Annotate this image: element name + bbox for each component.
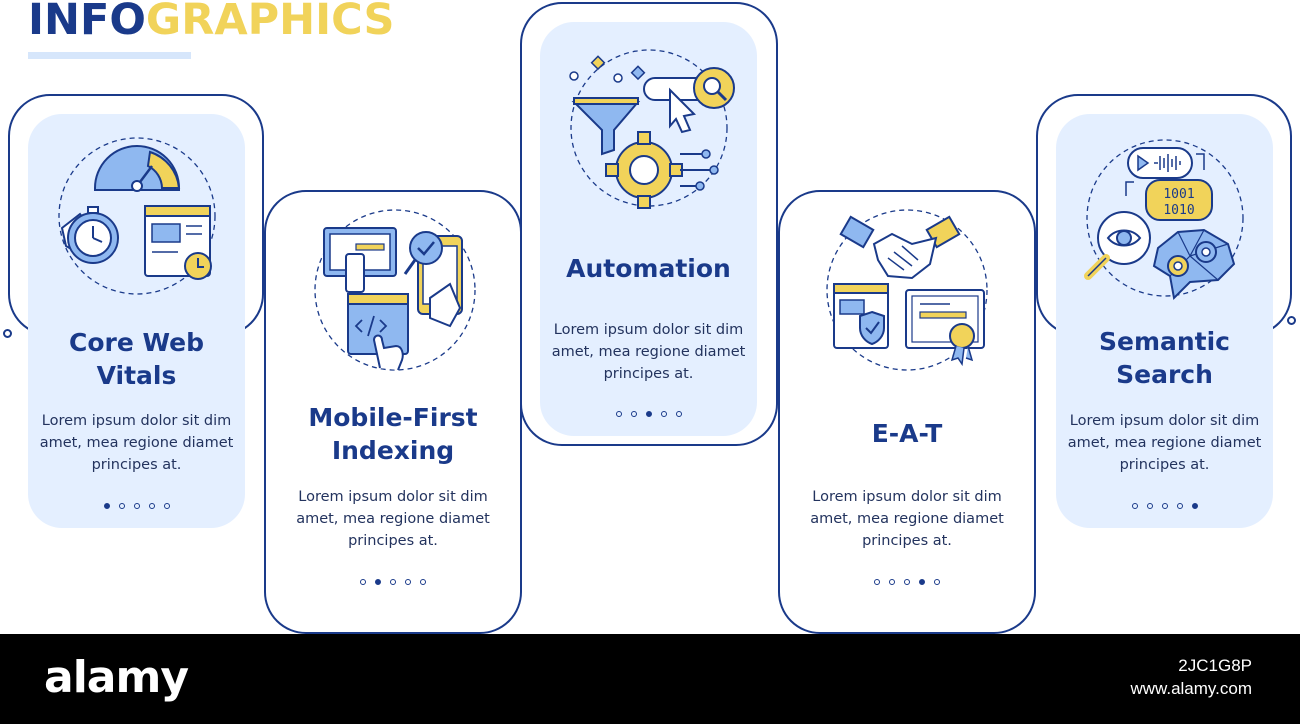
step-5-pagination xyxy=(1056,503,1273,509)
step-5-connector xyxy=(1287,316,1296,325)
pagination-dot xyxy=(904,579,910,585)
pagination-dot xyxy=(390,579,396,585)
pagination-dot xyxy=(615,411,622,417)
pagination-dot xyxy=(375,579,381,585)
pagination-dot xyxy=(660,411,667,417)
pagination-dot xyxy=(163,503,170,509)
pagination-dot xyxy=(630,411,637,417)
step-3-outline xyxy=(520,2,778,446)
pagination-dot xyxy=(405,579,411,585)
step-4-title: E-A-T xyxy=(871,419,943,448)
pagination-dot xyxy=(118,503,125,509)
step-3-pagination xyxy=(540,411,757,417)
pagination-dot xyxy=(919,579,925,585)
pagination-dot xyxy=(675,411,682,417)
title-underline xyxy=(28,52,191,59)
funnel-gear-cursor-icon xyxy=(569,49,735,209)
pagination-dot xyxy=(874,579,880,585)
alamy-logo: alamy xyxy=(44,652,189,703)
watermark-footer: alamy 2JC1G8P www.alamy.com xyxy=(0,634,1300,724)
pagination-dot xyxy=(103,503,110,509)
image-id: 2JC1G8P xyxy=(1178,656,1252,675)
svg-text:1001: 1001 xyxy=(1163,187,1194,202)
pagination-dot xyxy=(420,579,426,585)
eye-brain-binary-icon: 1001 1010 xyxy=(1084,139,1244,301)
pagination-dot xyxy=(360,579,366,585)
pagination-dot xyxy=(1146,503,1153,509)
pagination-dot xyxy=(1176,503,1183,509)
step-2-pagination xyxy=(264,579,522,585)
pagination-dot xyxy=(934,579,940,585)
pagination-dot xyxy=(645,411,652,417)
pagination-dot xyxy=(133,503,140,509)
pagination-dot xyxy=(889,579,895,585)
step-4-outline xyxy=(778,190,1036,634)
handshake-certificate-icon xyxy=(826,209,988,371)
devices-phone-checkmark-icon xyxy=(314,209,476,371)
pagination-dot xyxy=(1161,503,1168,509)
pagination-dot xyxy=(1131,503,1138,509)
pagination-dot xyxy=(148,503,155,509)
pagination-dot xyxy=(1191,503,1198,509)
infographic-title: INFOGRAPHICS xyxy=(28,0,395,45)
step-3-title: Automation xyxy=(566,254,731,283)
svg-text:1010: 1010 xyxy=(1163,203,1194,218)
speedometer-stopwatch-webpage-icon xyxy=(58,137,216,295)
step-4-pagination xyxy=(778,579,1036,585)
step-1-connector xyxy=(3,329,12,338)
site-url: www.alamy.com xyxy=(1130,679,1252,698)
step-1-pagination xyxy=(28,503,245,509)
